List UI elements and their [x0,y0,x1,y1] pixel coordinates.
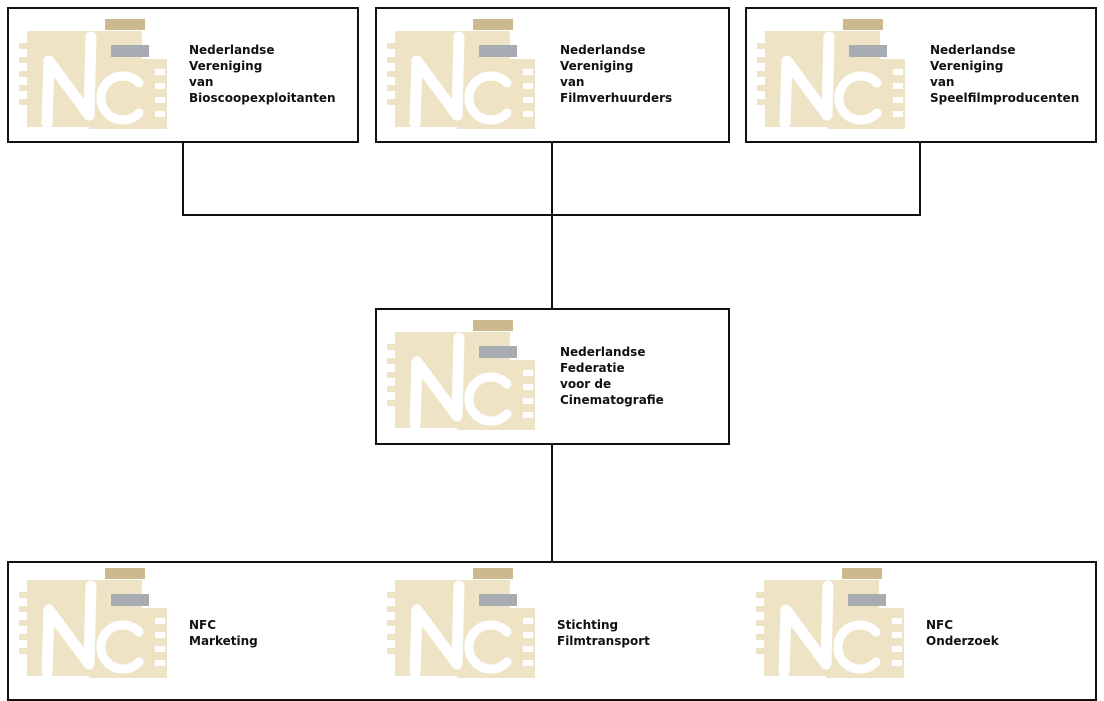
subsidiary-label: NFC Marketing [189,617,258,649]
org-name-line: Nederlandse [189,43,275,57]
org-name-line: Vereniging [930,59,1004,73]
org-name-line: Cinematografie [560,393,664,407]
org-box-speelfilmproducenten: Nederlandse Vereniging van Speelfilmprod… [745,7,1097,143]
connector-left-down [182,141,184,216]
nfc-logo-icon [387,19,535,129]
subsidiary-name-line: Onderzoek [926,634,999,648]
nfc-logo-icon [19,19,167,129]
subsidiary-name-line: NFC [926,618,954,632]
org-label: Nederlandse Vereniging van Bioscoopexplo… [189,42,336,106]
org-box-bioscoopexploitanten: Nederlandse Vereniging van Bioscoopexplo… [7,7,359,143]
subsidiary-label: NFC Onderzoek [926,617,999,649]
connector-right-down [919,141,921,216]
org-name-line: Bioscoopexploitanten [189,91,336,105]
org-name-line: van [560,75,585,89]
org-name-line: Vereniging [189,59,263,73]
org-name-line: voor de [560,377,612,391]
nfc-logo-icon [387,320,535,430]
org-name-line: Nederlandse [560,43,646,57]
subsidiary-label: Stichting Filmtransport [557,617,650,649]
org-name-line: Filmverhuurders [560,91,673,105]
org-label: Nederlandse Vereniging van Speelfilmprod… [930,42,1079,106]
org-name-line: Vereniging [560,59,634,73]
subsidiary-name-line: Filmtransport [557,634,650,648]
org-name-line: van [189,75,214,89]
connector-to-federation [551,214,553,310]
nfc-logo-icon [756,568,904,678]
connector-federation-down [551,443,553,563]
subsidiary-name-line: Stichting [557,618,619,632]
org-label: Nederlandse Vereniging van Filmverhuurde… [560,42,672,106]
org-name-line: Nederlandse [930,43,1016,57]
org-name-line: Federatie [560,361,625,375]
org-box-filmverhuurders: Nederlandse Vereniging van Filmverhuurde… [375,7,730,143]
org-label: Nederlandse Federatie voor de Cinematogr… [560,344,664,408]
subsidiary-name-line: Marketing [189,634,258,648]
connector-middle-down [551,141,553,216]
nfc-logo-icon [387,568,535,678]
org-name-line: Speelfilmproducenten [930,91,1080,105]
subsidiary-name-line: NFC [189,618,217,632]
org-box-federatie: Nederlandse Federatie voor de Cinematogr… [375,308,730,445]
nfc-logo-icon [19,568,167,678]
org-name-line: Nederlandse [560,345,646,359]
org-name-line: van [930,75,955,89]
nfc-subsidiaries-box: NFC Marketing Stichting Filmtransport NF… [7,561,1097,701]
nfc-logo-icon [757,19,905,129]
